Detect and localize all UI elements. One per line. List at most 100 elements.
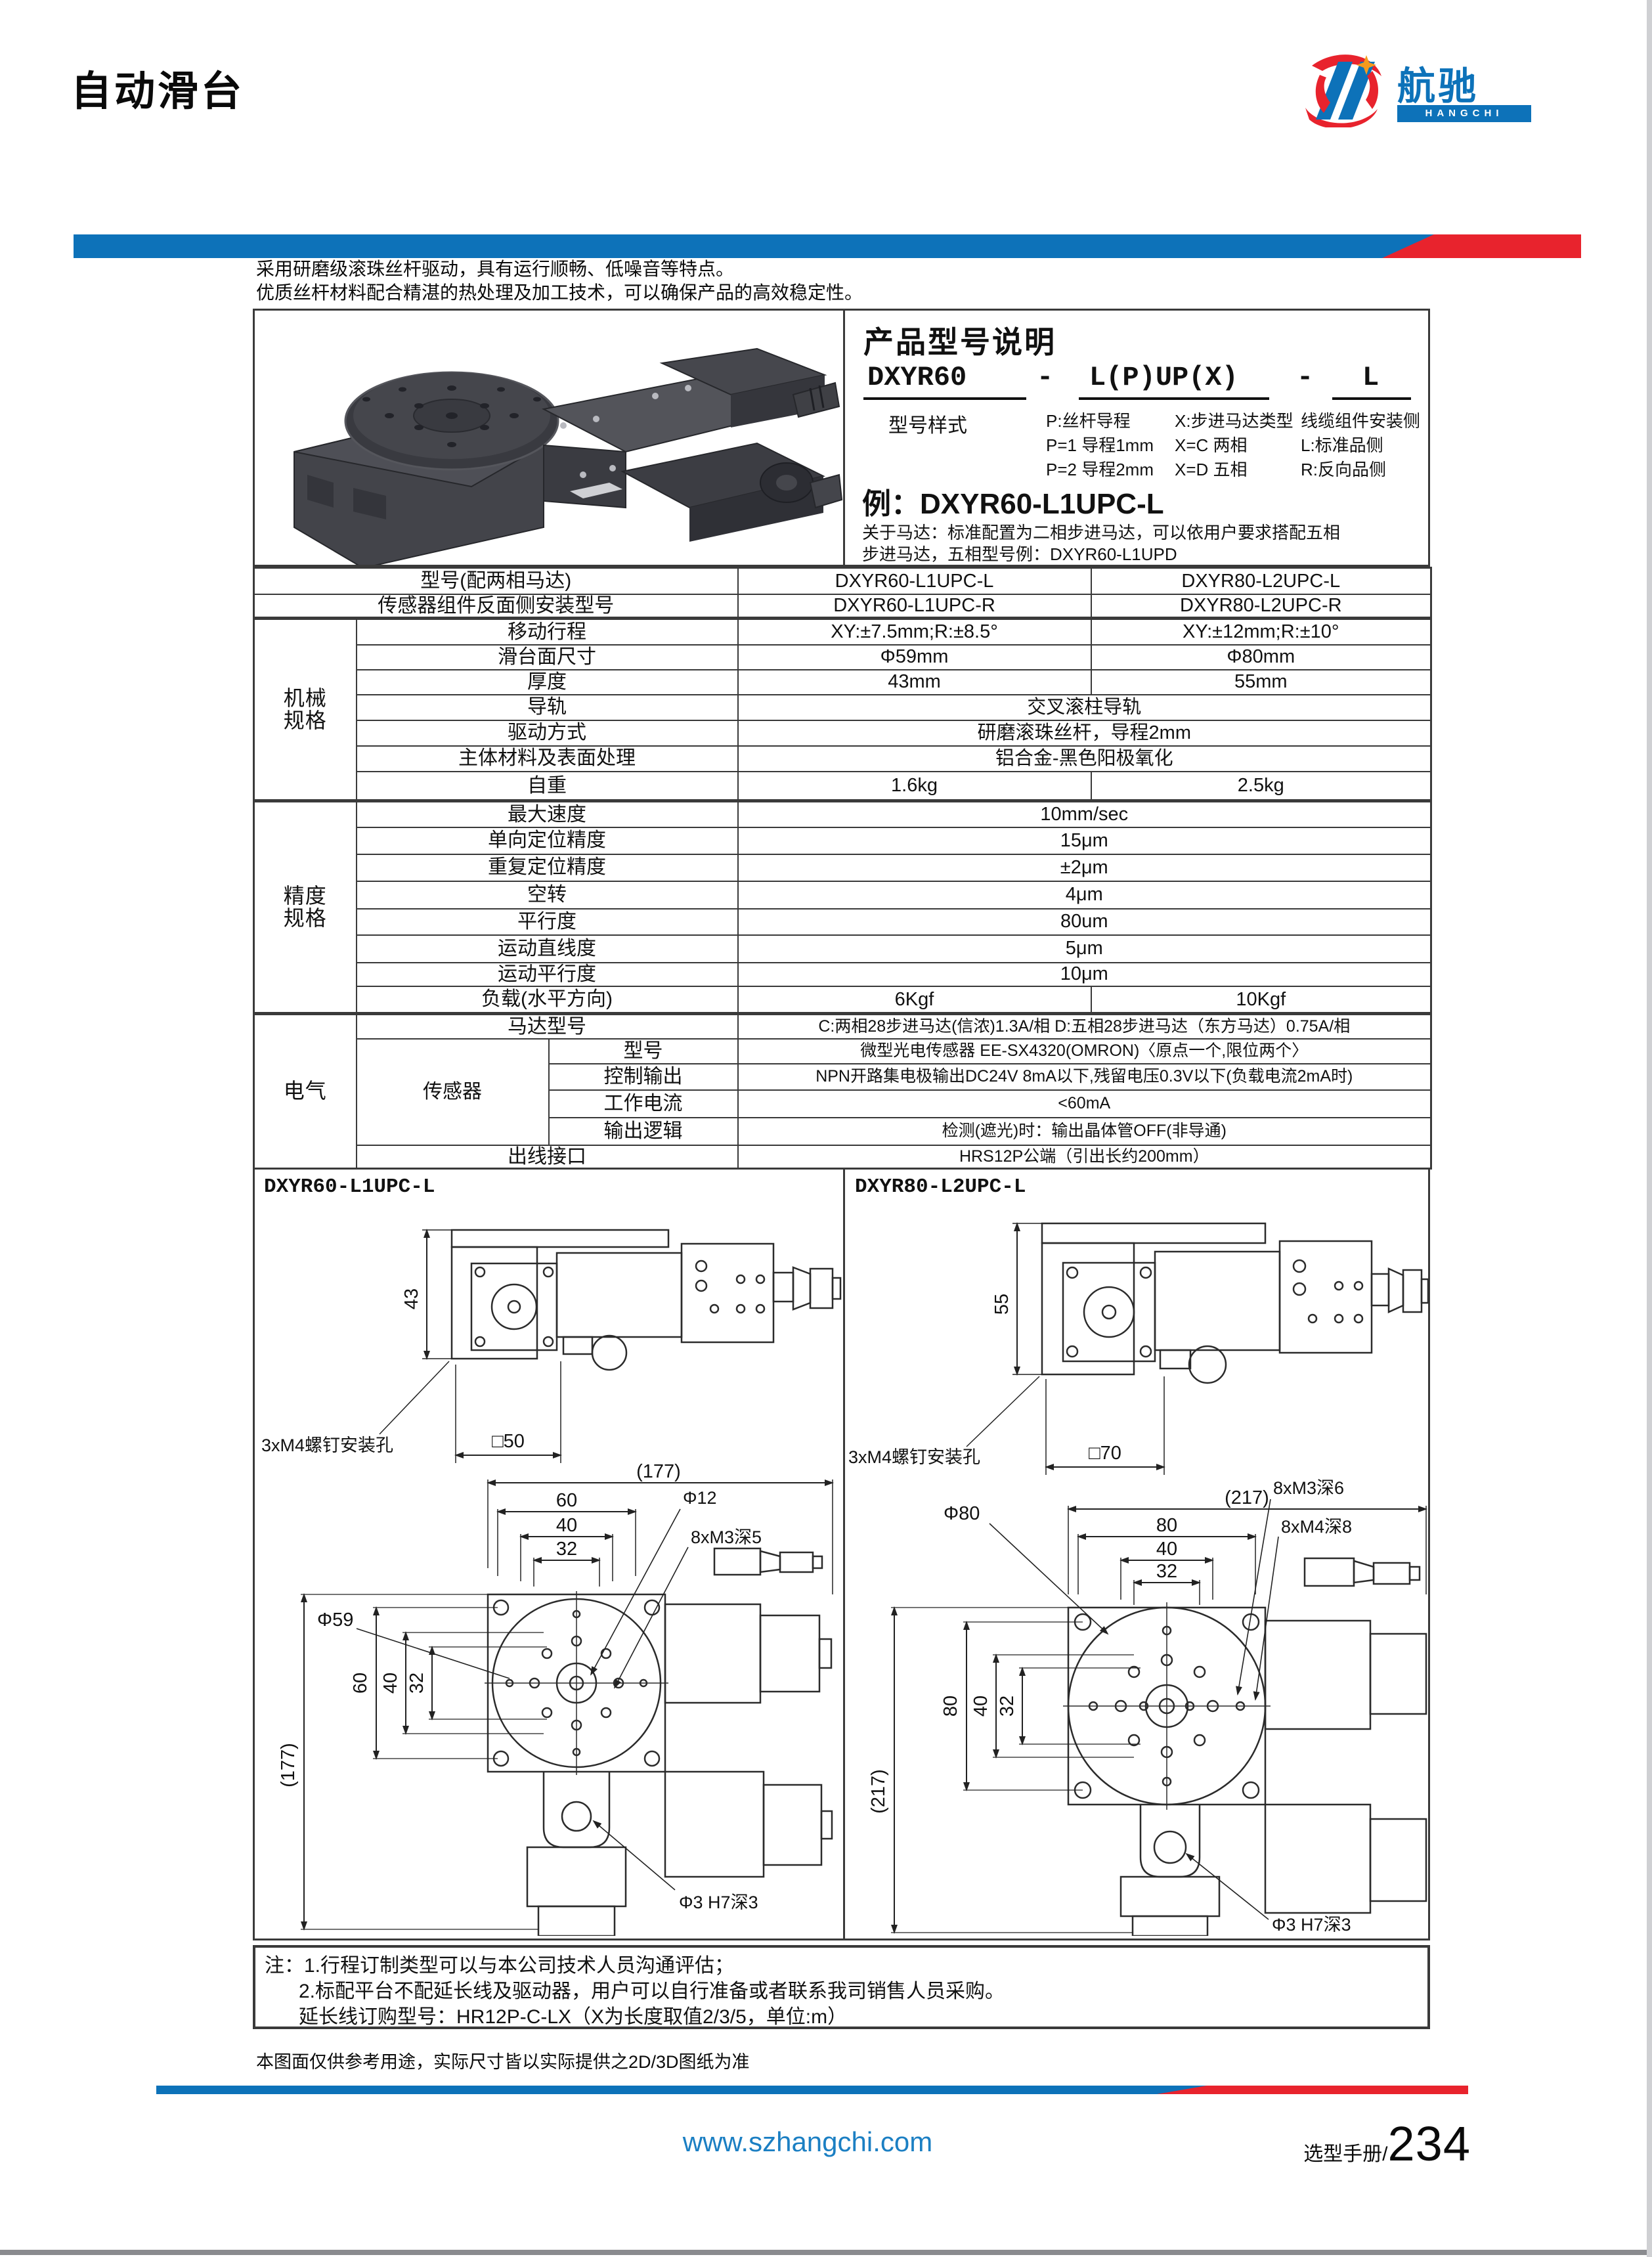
page-number: 234 (1387, 2116, 1471, 2171)
spec-row-label: 平行度 (355, 908, 739, 936)
topbox-divider (843, 311, 845, 565)
underline-mid (1079, 397, 1269, 400)
spec-row-label: 运动直线度 (355, 934, 739, 963)
logo-mark-icon (1305, 55, 1381, 129)
spec-row-label: 驱动方式 (355, 719, 739, 747)
spec-row-label: 控制输出 (548, 1063, 739, 1091)
spec-value: 10mm/sec (737, 799, 1432, 828)
dim-label: Φ80 (944, 1503, 980, 1524)
drawings-box: DXYR60-L1UPC-L DXYR80-L2UPC-L (253, 1168, 1430, 1940)
spec-row-label: 单向定位精度 (355, 826, 739, 855)
dim-label: 40 (556, 1515, 577, 1536)
dim-label: 40 (380, 1673, 401, 1694)
dim-label: (177) (278, 1743, 299, 1787)
intro-line-1: 采用研磨级滚珠丝杆驱动，具有运行顺畅、低噪音等特点。 (256, 259, 735, 279)
spec-row-label: 厚度 (355, 668, 739, 695)
model-code-caption: 型号样式 (888, 415, 967, 437)
note-line-1: 注：1.行程订制类型可以与本公司技术人员沟通评估； (265, 1955, 735, 1977)
spec-row-label: 自重 (355, 770, 739, 802)
spec-value: DXYR80-L2UPC-L (1090, 567, 1432, 595)
model-example: 例：DXYR60-L1UPC-L (862, 488, 1164, 520)
dim-label: 32 (556, 1539, 577, 1560)
motor-note-line1: 关于马达：标准配置为二相步进马达，可以依用户要求搭配五相 (862, 523, 1341, 542)
spec-value: DXYR80-L2UPC-R (1090, 593, 1432, 619)
dim-label: 32 (997, 1696, 1018, 1717)
leader-lines (989, 1499, 1279, 1920)
underline-side (1332, 397, 1411, 400)
spec-row-label: 型号(配两相马达) (253, 567, 739, 595)
page-number-block: 选型手册/ 234 (1274, 2116, 1471, 2172)
spec-row-label: 重复定位精度 (355, 853, 739, 882)
spec-value: 10Kgf (1090, 985, 1432, 1015)
spec-value: 10μm (737, 961, 1432, 987)
model-code-mid: L(P)UP(X) (1089, 362, 1238, 393)
spec-table: 型号(配两相马达) DXYR60-L1UPC-L DXYR80-L2UPC-L … (253, 567, 1433, 1170)
spec-value: DXYR60-L1UPC-R (737, 593, 1092, 619)
dim-label: 8xM3深5 (691, 1527, 762, 1547)
top-view-dims-v (301, 1593, 547, 1931)
dim-label: 43 (401, 1288, 422, 1309)
motor-note: 关于马达：标准配置为二相步进马达，可以依用户要求搭配五相 步进马达，五相型号例：… (862, 522, 1340, 565)
dim-label: Φ59 (317, 1610, 353, 1631)
company-logo (1300, 51, 1536, 129)
model-box-title: 产品型号说明 (863, 325, 1056, 359)
drawing-title-right: DXYR80-L2UPC-L (855, 1175, 1026, 1198)
spec-value: XY:±7.5mm;R:±8.5° (737, 617, 1092, 646)
side-view-dims (379, 1229, 562, 1463)
spec-row-label: 出线接口 (355, 1144, 739, 1170)
dim-label: 40 (970, 1696, 991, 1717)
model-code-side: L (1362, 362, 1380, 393)
dim-label: 80 (940, 1696, 961, 1717)
intro-line-2: 优质丝杆材料配合精湛的热处理及加工技术，可以确保产品的高效稳定性。 (256, 282, 863, 303)
header-rule-bar (74, 234, 1581, 258)
website-link[interactable]: www.szhangchi.com (682, 2126, 933, 2157)
spec-row-label: 马达型号 (355, 1012, 739, 1040)
notes-box: 注：1.行程订制类型可以与本公司技术人员沟通评估； 2.标配平台不配延长线及驱动… (253, 1945, 1430, 2029)
underline-base (863, 397, 1026, 400)
spec-row-label: 导轨 (355, 693, 739, 721)
top-view-dims-h (1077, 1533, 1257, 1605)
spec-row-label: 最大速度 (355, 799, 739, 828)
disclaimer-text: 本图面仅供参考用途，实际尺寸皆以实际提供之2D/3D图纸为准 (256, 2052, 750, 2072)
dim-label: Φ12 (683, 1488, 717, 1508)
dim-label: 3xM4螺钉安装孔 (261, 1435, 393, 1455)
dim-label: 60 (350, 1673, 371, 1694)
footer-rule-bar (156, 2086, 1468, 2094)
spec-subgroup-sensor: 传感器 (355, 1038, 550, 1146)
spec-value: 铝合金-黑色阳极氧化 (737, 745, 1432, 772)
spec-value: HRS12P公端（引出长约200mm） (737, 1144, 1432, 1170)
spec-value: DXYR60-L1UPC-L (737, 567, 1092, 595)
model-p-legend: P:丝杆导程 P=1 导程1mm P=2 导程2mm (1046, 411, 1154, 479)
spec-value: 交叉滚柱导轨 (737, 693, 1432, 721)
spec-row-label: 工作电流 (548, 1089, 739, 1118)
model-explanation-box: 产品型号说明 DXYR60 - L(P)UP(X) - L 型号样式 P:丝杆导… (253, 309, 1430, 569)
manual-label: 选型手册/ (1303, 2143, 1388, 2165)
side-view (1041, 1222, 1429, 1384)
spec-value: 43mm (737, 668, 1092, 695)
page-title: 自动滑台 (71, 69, 245, 114)
spec-value: Φ80mm (1090, 644, 1432, 670)
spec-value: ±2μm (737, 853, 1432, 882)
dim-label: 32 (406, 1673, 427, 1694)
footer-rule-bar-red (1157, 2086, 1468, 2094)
product-photo (293, 347, 843, 569)
technical-drawing-left: 43 3xM4螺钉安装孔 □50 (177) 60 40 32 (261, 1229, 842, 1936)
spec-row-label: 移动行程 (355, 617, 739, 646)
model-code-dash1: - (1037, 362, 1054, 393)
spec-value: NPN开路集电极输出DC24V 8mA以下,残留电压0.3V以下(负载电流2mA… (737, 1063, 1432, 1091)
motor-note-line2: 步进马达，五相型号例：DXYR60-L1UPD (862, 544, 1177, 564)
dim-label: 60 (556, 1490, 577, 1511)
spec-row-label: 型号 (548, 1038, 739, 1064)
dim-label: □70 (1089, 1443, 1121, 1464)
spec-value: C:两相28步进马达(信浓)1.3A/相 D:五相28步进马达（东方马达）0.7… (737, 1012, 1432, 1040)
dim-label: Φ3 H7深3 (1272, 1915, 1351, 1935)
spec-value: 55mm (1090, 668, 1432, 695)
model-cable-legend: 线缆组件安装侧 L:标准品侧 R:反向品侧 (1301, 411, 1421, 479)
top-view (1063, 1557, 1427, 1936)
spec-value: XY:±12mm;R:±10° (1090, 617, 1432, 646)
spec-value: 80um (737, 908, 1432, 936)
top-view-dims-h (487, 1479, 834, 1594)
technical-drawing-right: 55 3xM4螺钉安装孔 □70 (217) 80 40 32 (848, 1222, 1429, 1936)
intro-text: 采用研磨级滚珠丝杆驱动，具有运行顺畅、低噪音等特点。 优质丝杆材料配合精湛的热处… (256, 257, 863, 305)
